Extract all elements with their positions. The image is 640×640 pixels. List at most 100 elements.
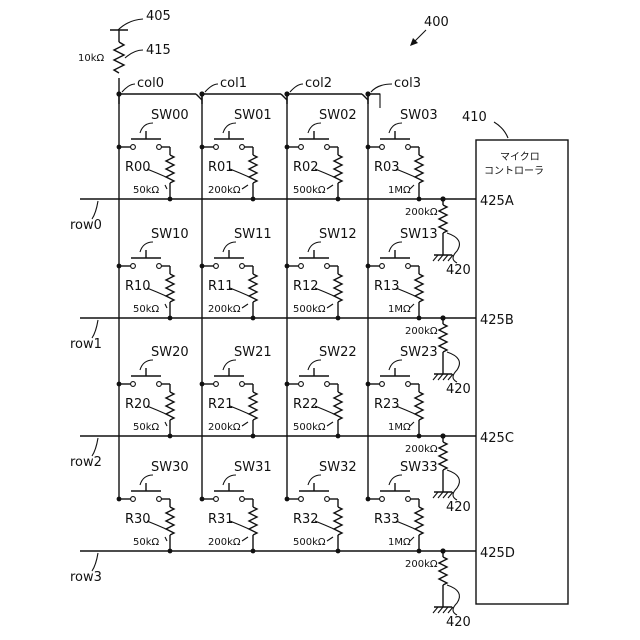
switch-contact-left [131,497,136,502]
ground-hatch [443,255,448,261]
row-label-leader [92,438,98,456]
switch-contact-right [325,382,330,387]
resistor-label: R13 [374,279,400,294]
pulldown-resistor [439,205,447,233]
row-label-leader [92,320,98,338]
resistor-label: R33 [374,512,400,527]
resistor-label: R23 [374,397,400,412]
column-label-leader [290,84,303,92]
resistor-value: 1MΩ [388,537,411,548]
switch-junction-dot [200,145,205,150]
resistor-value-leader [242,422,248,426]
resistor-zigzag [415,507,423,535]
switch-contact-left [214,382,219,387]
switch-label: SW31 [234,460,272,475]
ground-hatch [438,374,443,380]
resistor-value-leader [242,537,248,541]
resistor-value-leader [165,304,167,308]
switch-contact-left [214,264,219,269]
switch-label: SW01 [234,108,272,123]
resistor-label: R10 [125,279,151,294]
resistor-label: R32 [293,512,319,527]
switch-contact-left [131,382,136,387]
switch-junction-dot [285,145,290,150]
switch-contact-right [157,497,162,502]
column-label: col3 [394,76,421,91]
pullup-label: 415 [146,43,171,58]
switch-junction-dot [285,497,290,502]
pulldown-value: 200kΩ [405,326,438,337]
figure-label: 400 [424,15,449,30]
resistor-zigzag [334,274,342,302]
resistor-label: R21 [208,397,234,412]
switch-label: SW00 [151,108,189,123]
column-junction-dot [199,91,204,96]
switch-contact-left [131,145,136,150]
row-junction-dot [417,197,422,202]
microcontroller-box [476,140,568,604]
mcu-name-line2: コントローラ [484,165,544,177]
resistor-label: R00 [125,160,151,175]
ground-hatch [448,492,453,498]
switch-contact-right [325,497,330,502]
ground-hatch [438,492,443,498]
switch-contact-right [406,382,411,387]
switch-label: SW22 [319,345,357,360]
pulldown-group: 200kΩ420200kΩ420200kΩ420200kΩ420 [405,196,471,630]
switch-junction-dot [366,145,371,150]
resistor-zigzag [249,155,257,183]
row-junction-dot [251,197,256,202]
resistor-label: R02 [293,160,319,175]
resistor-label: R31 [208,512,234,527]
switch-contact-right [157,145,162,150]
resistor-value-leader [165,185,167,189]
resistor-value-leader [327,185,333,189]
switch-junction-dot [200,497,205,502]
row-label: row2 [70,455,102,470]
supply-leader [118,19,143,30]
switch-contact-right [157,264,162,269]
port-label: 425A [480,194,514,209]
ground-hatch [448,255,453,261]
resistor-zigzag [334,507,342,535]
resistor-label: R30 [125,512,151,527]
resistor-value: 500kΩ [293,537,326,548]
resistor-zigzag [415,274,423,302]
switch-contact-right [240,382,245,387]
resistor-zigzag [249,507,257,535]
switch-junction-dot [200,382,205,387]
switch-junction-dot [117,264,122,269]
pulldown-label-leader [447,233,459,263]
switch-junction-dot [117,145,122,150]
ground-hatch [443,492,448,498]
resistor-value-leader [242,304,248,308]
ground-hatch [433,374,438,380]
row-junction-dot [168,316,173,321]
switch-contact-right [406,145,411,150]
mcu-leader [494,122,508,138]
switch-contact-right [240,497,245,502]
switch-junction-dot [366,264,371,269]
column-junction-dot [284,91,289,96]
column-label: col2 [305,76,332,91]
switch-contact-right [406,264,411,269]
resistor-value: 500kΩ [293,185,326,196]
row-junction-dot [417,316,422,321]
row-label: row3 [70,570,102,585]
switch-contact-left [380,264,385,269]
switch-contact-left [131,264,136,269]
switch-contact-right [157,382,162,387]
column-label: col0 [137,76,164,91]
switch-junction-dot [117,497,122,502]
ground-hatch [443,607,448,613]
row-junction-dot [168,197,173,202]
ground-hatch [438,255,443,261]
resistor-label: R01 [208,160,234,175]
resistor-zigzag [415,155,423,183]
pulldown-value: 200kΩ [405,444,438,455]
pulldown-resistor [439,557,447,585]
pulldown-label: 420 [446,615,471,630]
resistor-value: 50kΩ [133,537,160,548]
resistor-value: 50kΩ [133,304,160,315]
